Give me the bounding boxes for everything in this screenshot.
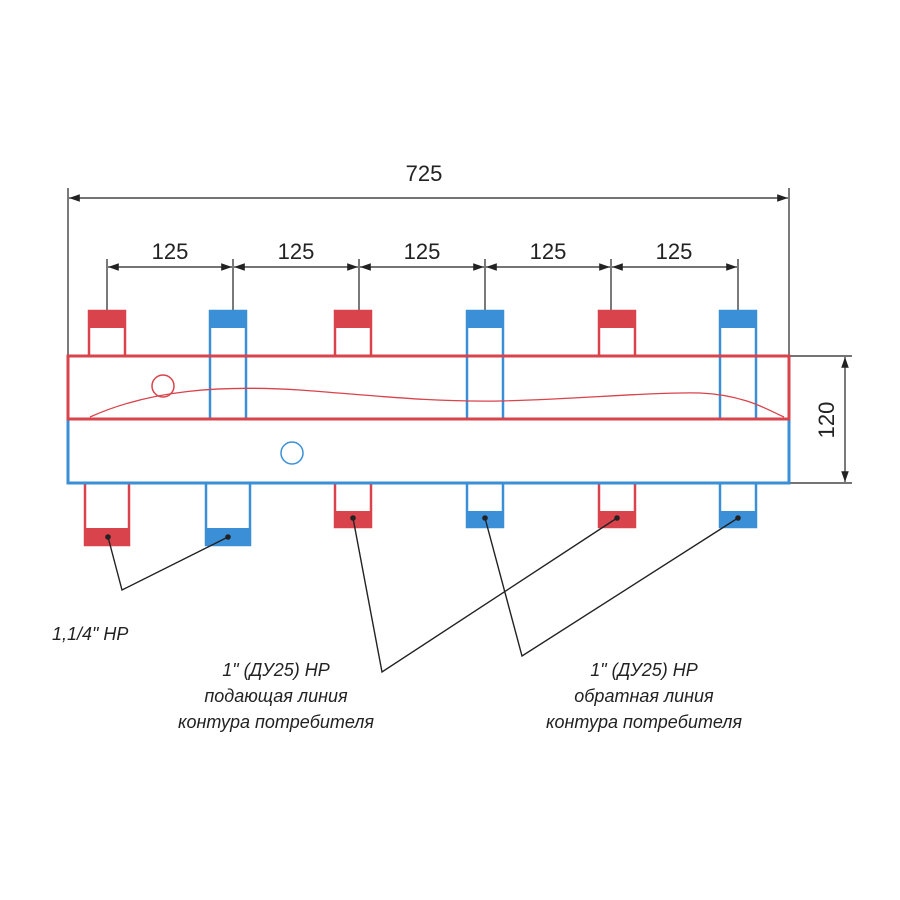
supply-label-line1: 1" (ДУ25) НР bbox=[222, 660, 330, 680]
bottom-port-main-return bbox=[204, 481, 252, 547]
spacing-label-2: 125 bbox=[278, 239, 315, 264]
top-port-return-2 bbox=[465, 309, 505, 421]
bottom-ports bbox=[83, 481, 758, 547]
supply-label-line3: контура потребителя bbox=[178, 712, 374, 732]
return-chamber bbox=[66, 417, 791, 485]
bottom-port-return-2 bbox=[718, 481, 758, 529]
top-port-supply-2 bbox=[333, 309, 373, 358]
top-port-return-3 bbox=[718, 309, 758, 421]
supply-label-line2: подающая линия bbox=[204, 686, 348, 706]
manifold-body bbox=[66, 354, 791, 485]
leader-lines bbox=[105, 515, 741, 674]
flow-curve bbox=[89, 387, 785, 418]
spacing-label-4: 125 bbox=[530, 239, 567, 264]
return-port-circle bbox=[280, 441, 304, 465]
return-label-line1: 1" (ДУ25) НР bbox=[590, 660, 698, 680]
top-port-return-1 bbox=[208, 309, 248, 421]
overall-length-label: 725 bbox=[406, 161, 443, 186]
return-label-line2: обратная линия bbox=[574, 686, 714, 706]
spacing-label-1: 125 bbox=[152, 239, 189, 264]
top-ports bbox=[87, 309, 758, 421]
spacing-label-3: 125 bbox=[404, 239, 441, 264]
spacing-label-5: 125 bbox=[656, 239, 693, 264]
spacing-dimensions: 125 125 125 125 125 bbox=[106, 239, 739, 312]
top-port-supply-1 bbox=[87, 309, 127, 358]
labels: 1,1/4" НР 1" (ДУ25) НР подающая линия ко… bbox=[52, 624, 742, 732]
return-label-line3: контура потребителя bbox=[546, 712, 742, 732]
bottom-port-supply-2 bbox=[597, 481, 637, 529]
height-label: 120 bbox=[814, 402, 839, 439]
overall-dimension: 725 bbox=[67, 161, 790, 356]
supply-chamber bbox=[66, 354, 791, 421]
bottom-port-main-supply bbox=[83, 481, 131, 547]
supply-port-circle bbox=[151, 374, 175, 398]
height-dimension: 120 bbox=[789, 355, 852, 484]
main-ports-label: 1,1/4" НР bbox=[52, 624, 128, 644]
top-port-supply-3 bbox=[597, 309, 637, 358]
